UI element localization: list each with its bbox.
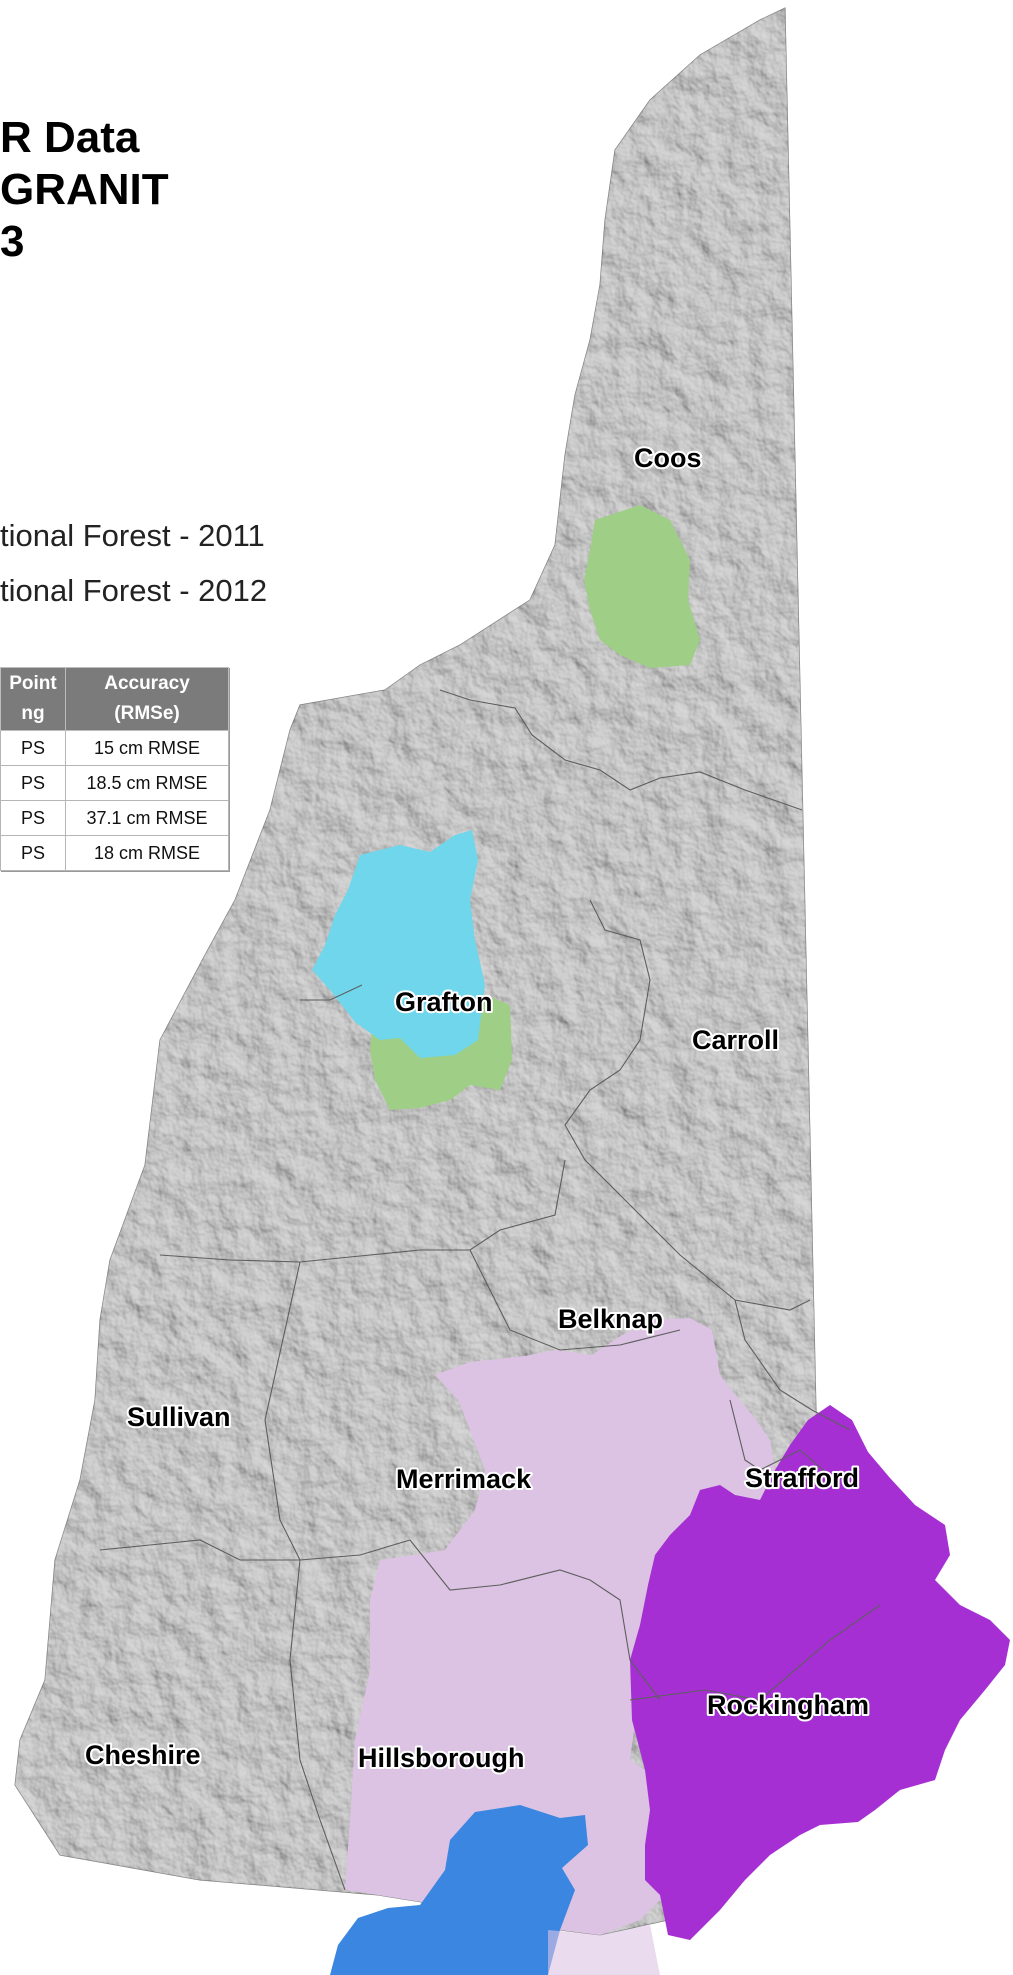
map-title: R Data GRANIT 3: [0, 112, 169, 268]
accuracy-table: Point ng Accuracy (RMSe) PS 15 cm RMSE P…: [0, 667, 229, 871]
table-cell-accuracy: 18 cm RMSE: [65, 835, 229, 871]
title-line-3: 3: [0, 217, 25, 266]
county-label-strafford: Strafford: [745, 1463, 859, 1493]
table-cell-accuracy: 15 cm RMSE: [65, 730, 229, 766]
county-labels: Coos Grafton Carroll Belknap Sullivan Me…: [83, 441, 871, 1775]
coverage-area-blue: [330, 1805, 588, 1975]
coverage-area-pale: [548, 1925, 660, 1975]
table-row: PS 37.1 cm RMSE: [0, 800, 229, 836]
county-label-carroll: Carroll: [692, 1025, 779, 1055]
table-cell-control: PS: [0, 800, 66, 836]
county-label-coos: Coos: [634, 443, 702, 473]
table-cell-control: PS: [0, 835, 66, 871]
coverage-area-purple: [630, 1405, 1010, 1940]
table-cell-accuracy: 37.1 cm RMSE: [65, 800, 229, 836]
table-cell-control: PS: [0, 765, 66, 801]
county-label-cheshire: Cheshire: [85, 1740, 201, 1770]
coverage-area-cyan: [312, 830, 485, 1058]
table-row: PS 15 cm RMSE: [0, 730, 229, 766]
legend-item-2011: tional Forest - 2011: [0, 518, 265, 553]
county-label-rockingham: Rockingham: [707, 1690, 869, 1720]
table-cell-accuracy: 18.5 cm RMSE: [65, 765, 229, 801]
county-label-hillsborough: Hillsborough: [358, 1743, 524, 1773]
table-header-row: Point ng Accuracy (RMSe): [0, 667, 229, 731]
table-header-control: Point ng: [0, 667, 66, 731]
county-label-belknap: Belknap: [558, 1304, 663, 1334]
county-label-sullivan: Sullivan: [127, 1402, 231, 1432]
county-label-merrimack: Merrimack: [396, 1464, 532, 1494]
title-line-2: GRANIT: [0, 165, 169, 214]
title-line-1: R Data: [0, 113, 140, 162]
table-header-accuracy: Accuracy (RMSe): [65, 667, 229, 731]
table-cell-control: PS: [0, 730, 66, 766]
county-boundaries: [99, 689, 881, 1891]
county-label-grafton: Grafton: [395, 987, 493, 1017]
table-row: PS 18 cm RMSE: [0, 835, 229, 871]
table-row: PS 18.5 cm RMSE: [0, 765, 229, 801]
legend-item-2012: tional Forest - 2012: [0, 573, 268, 608]
coverage-area-green-north: [584, 505, 700, 668]
coverage-area-pink: [345, 1318, 775, 1935]
